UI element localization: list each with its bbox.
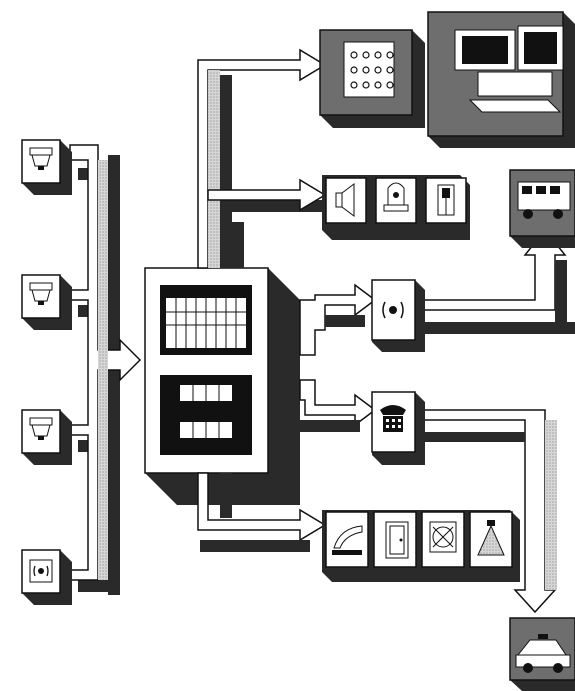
fan [421,511,465,568]
monitoring-computer [427,11,575,148]
speaker [325,177,367,224]
police-car [509,617,575,691]
door-release [425,177,467,224]
output-arrows [197,48,575,614]
door-icon [437,184,455,216]
fan-icon [429,521,457,553]
exit-door [373,511,417,568]
keypad-icon [343,41,395,98]
smoke-detector-icon [29,282,53,305]
beacon-icon [383,182,409,212]
smoke-detector-icon [29,147,53,170]
computer-workstation-icon [454,25,564,113]
telephone-dialer [371,391,425,465]
input-detector-2 [21,274,72,330]
exit-door-icon [385,521,409,559]
control-panel [144,267,300,505]
keypad-station [319,29,425,128]
wireless-transmitter-icon [382,301,404,319]
input-detector-1 [21,139,72,195]
wireless-sensor-icon [29,559,53,583]
smoke-detector-icon [29,417,53,440]
input-sensor [21,549,72,605]
sprinkler-icon [477,520,505,556]
building-output-row [322,510,520,582]
fire-truck [509,169,575,248]
police-car-icon [515,634,571,673]
fire-truck-icon [517,181,571,219]
radio-transmitter [371,279,425,352]
telephone-icon [380,405,406,432]
damper [325,511,369,568]
alarm-output-row [322,175,470,240]
input-bus [69,144,142,595]
sprinkler [469,511,513,568]
warning-light [375,177,417,224]
damper-icon [332,525,363,555]
speaker-icon [335,183,355,217]
control-panel-icon [160,285,252,455]
input-detector-3 [21,409,72,465]
